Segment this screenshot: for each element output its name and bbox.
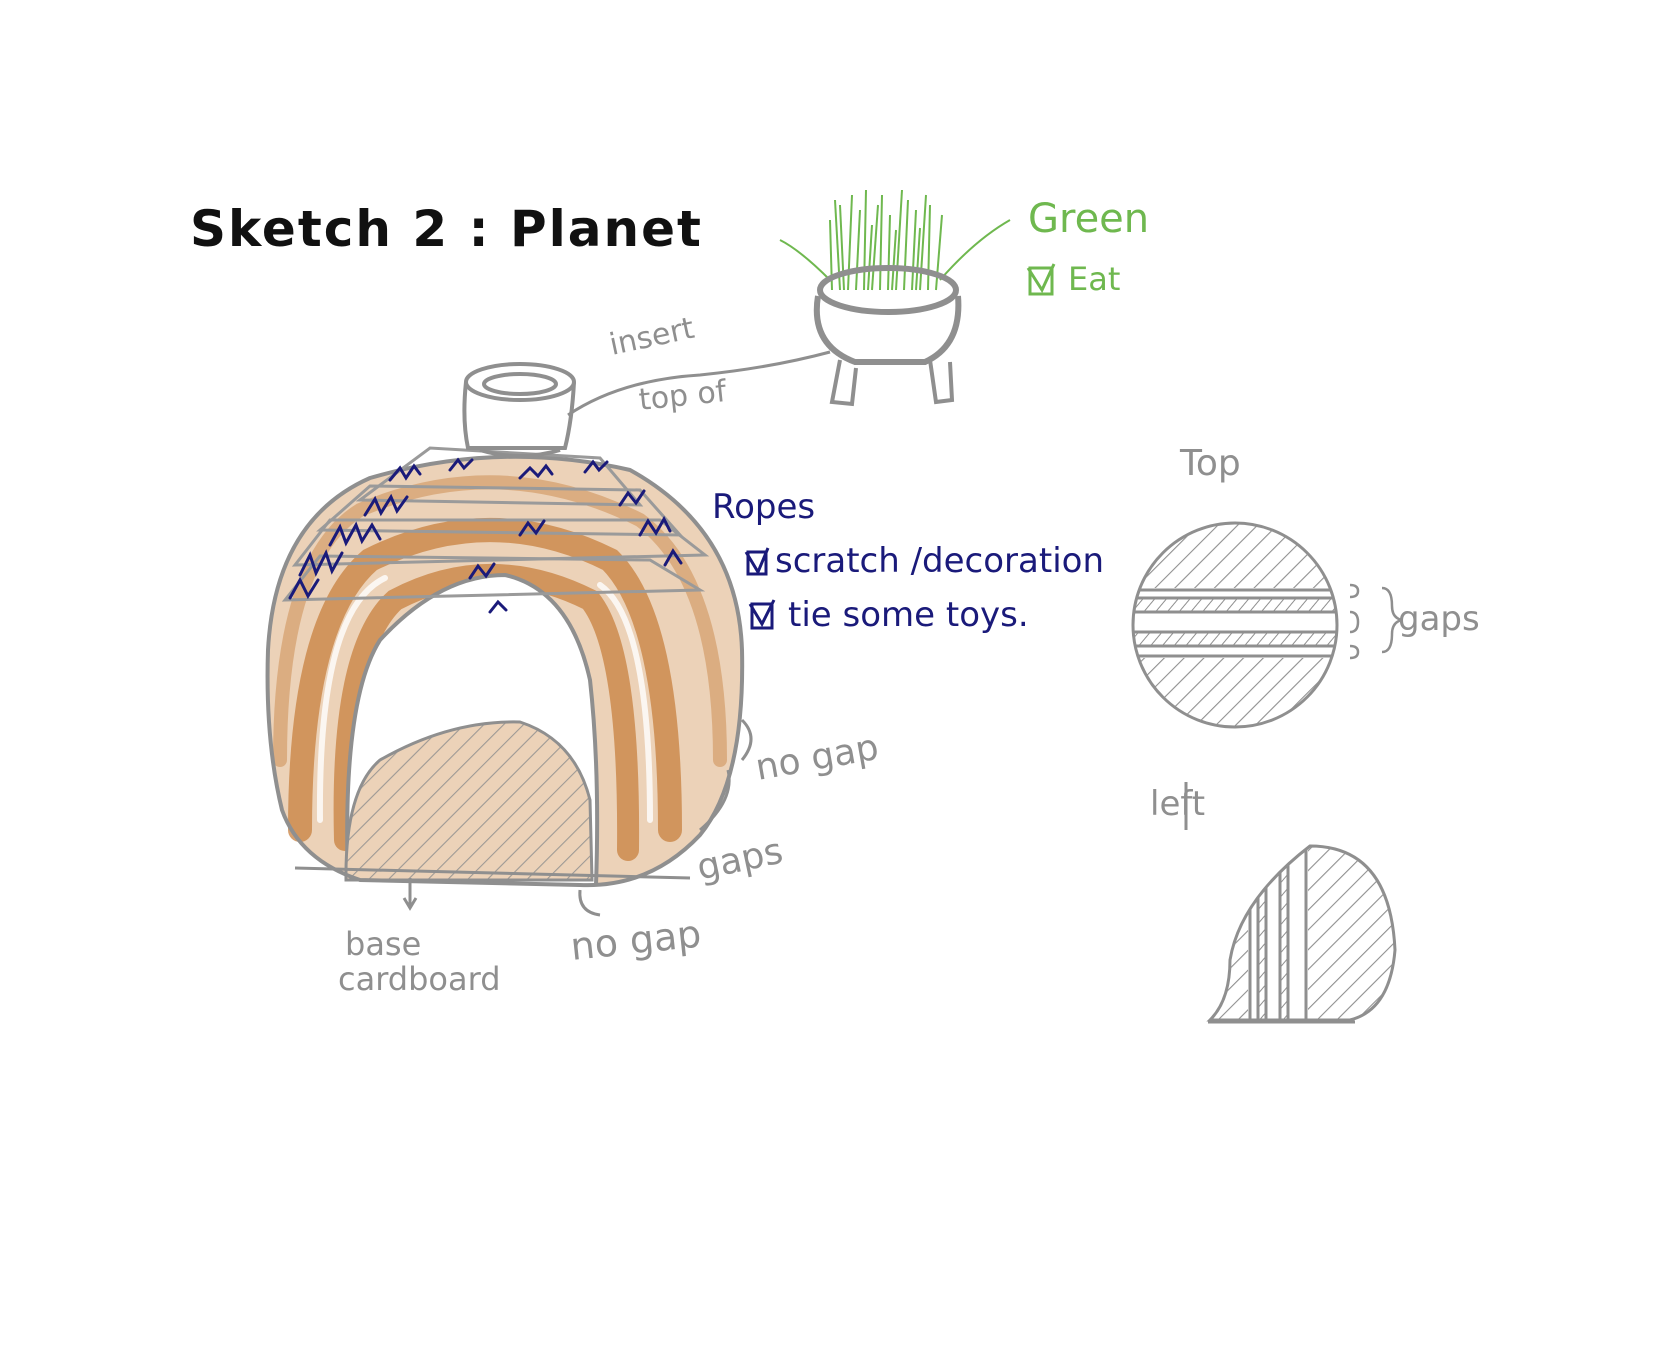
- left-view-label: left: [1150, 784, 1205, 824]
- grass-blades: [779, 189, 1011, 291]
- pot-bowl: [813, 295, 962, 365]
- no-gap-right-label: no gap: [752, 727, 881, 789]
- insert-label: insert: [606, 311, 697, 363]
- insert-cup: [462, 362, 576, 458]
- top-view-label: Top: [1179, 443, 1241, 484]
- checkbox-checked-icon: [744, 547, 770, 576]
- eat-check-label: Eat: [1068, 260, 1120, 298]
- insert-connector-line: [567, 350, 831, 417]
- base-label: base: [345, 925, 421, 963]
- no-gap-bracket-bottom: [578, 889, 601, 917]
- no-gap-bottom-label: no gap: [568, 912, 703, 969]
- checkbox-checked-icon: [748, 599, 776, 630]
- top-view-diagram: gaps: [1131, 521, 1480, 729]
- pot-legs: [829, 359, 955, 407]
- left-view-diagram: [1206, 844, 1397, 1024]
- sketch-title: Sketch 2 : Planet: [190, 200, 703, 258]
- green-heading: Green: [1028, 196, 1149, 242]
- base-arrow: [402, 878, 418, 911]
- grass-pot: [779, 189, 1011, 407]
- dome-highlights: [316, 575, 653, 823]
- gaps-side-label: gaps: [693, 831, 786, 889]
- pot-rim: [817, 265, 959, 315]
- checkbox-checked-icon: [1026, 263, 1056, 296]
- gaps-view-label: gaps: [1398, 599, 1480, 639]
- cardboard-label: cardboard: [338, 960, 501, 998]
- base-cushion-hatching: [345, 721, 592, 880]
- scratch-check-label: scratch /decoration: [775, 541, 1104, 581]
- dome-outline: [265, 454, 745, 888]
- gaps-bracket: [699, 769, 731, 832]
- toys-check-label: tie some toys.: [788, 595, 1029, 635]
- ropes-heading: Ropes: [712, 487, 815, 527]
- gap-brackets: [1349, 583, 1403, 660]
- no-gap-bracket-right: [740, 718, 753, 761]
- rope-scribbles: [288, 457, 683, 614]
- base-line: [294, 866, 691, 880]
- rope-rings: [281, 446, 710, 602]
